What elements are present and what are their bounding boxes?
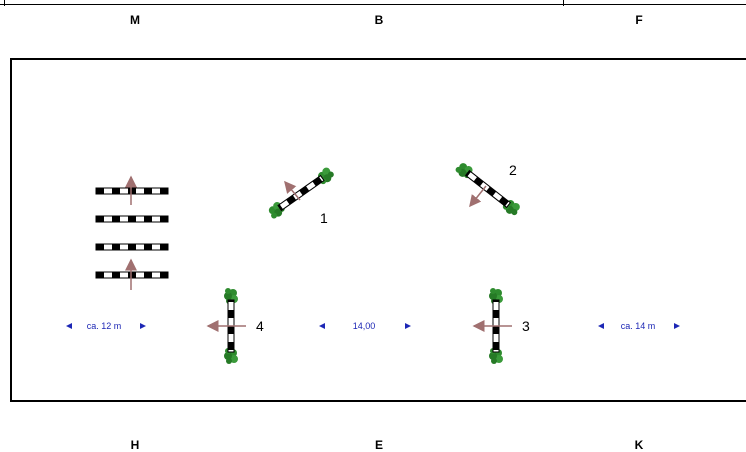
arena-letter-b: B <box>374 13 384 27</box>
obstacle-2: 2 <box>454 160 523 218</box>
arrow-left-icon <box>66 323 72 329</box>
distance-marker-1: ca. 12 m <box>66 321 146 331</box>
obstacle-number: 3 <box>522 318 530 334</box>
distance-marker-2: 14,00 <box>319 321 411 331</box>
obstacle-number: 1 <box>320 210 328 226</box>
pole-group <box>95 175 169 290</box>
arena-letter-m: M <box>130 13 140 27</box>
arena-letter-e: E <box>374 438 383 452</box>
distance-label: ca. 14 m <box>621 321 656 331</box>
ground-pole <box>95 187 169 195</box>
ruler-tick <box>4 0 5 6</box>
ruler-tick <box>563 0 564 6</box>
ground-pole <box>95 271 169 279</box>
obstacle-1: 1 <box>266 165 336 226</box>
arrow-left-icon <box>319 323 325 329</box>
arena-letter-f: F <box>635 13 643 27</box>
arrow-right-icon <box>674 323 680 329</box>
direction-arrow-icon <box>284 180 301 201</box>
ground-pole <box>95 243 169 251</box>
obstacle-number: 2 <box>509 162 517 178</box>
arena-letter-k: K <box>634 438 644 452</box>
arrow-left-icon <box>598 323 604 329</box>
obstacle-3: 3 <box>472 288 530 364</box>
arena-letter-h: H <box>130 438 140 452</box>
distance-label: 14,00 <box>353 321 376 331</box>
arrow-right-icon <box>140 323 146 329</box>
distance-label: ca. 12 m <box>87 321 122 331</box>
obstacle-4: 4 <box>206 288 264 364</box>
obstacle-number: 4 <box>256 318 264 334</box>
arena-boundary <box>10 58 746 402</box>
distance-marker-3: ca. 14 m <box>598 321 680 331</box>
arrow-right-icon <box>405 323 411 329</box>
top-rule <box>0 0 746 5</box>
ground-pole <box>95 215 169 223</box>
direction-arrow-icon <box>469 185 487 208</box>
